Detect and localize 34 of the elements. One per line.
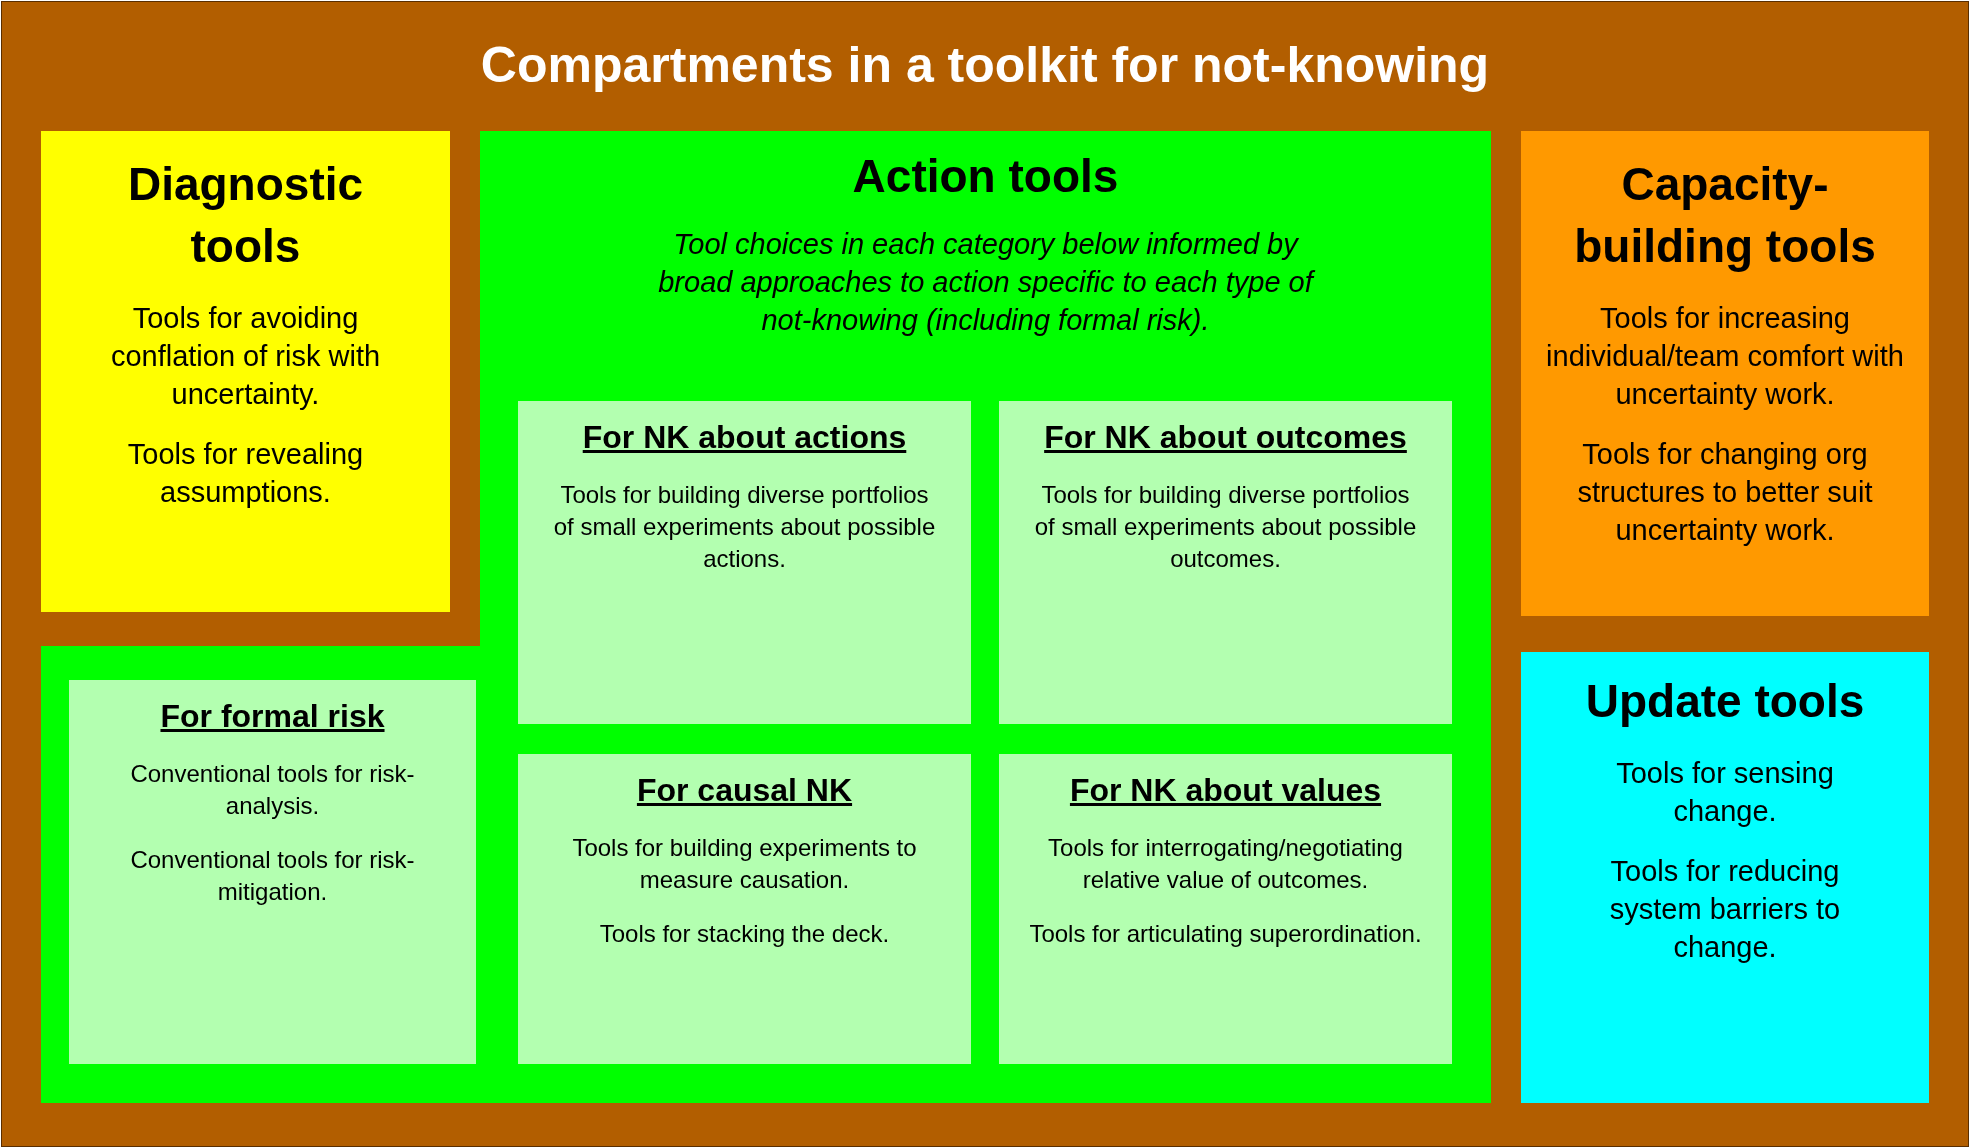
panel-heading: Update tools	[1584, 674, 1866, 729]
panel-heading: Action tools	[851, 149, 1120, 204]
category-card	[69, 680, 476, 1064]
body-text: Tools for building diverse portfolios of small experiments about possible actions.	[552, 480, 937, 574]
body-text: Conventional tools for risk-analysis.	[129, 759, 416, 821]
description-text: Tool choices in each category below informed by broad approaches to action specific to each type of not-knowing (including formal risk).	[635, 225, 1336, 339]
body-text: Tools for increasing individual/team comfort with uncertainty work.	[1545, 301, 1905, 412]
category-card	[999, 401, 1452, 724]
body-text: Tools for avoiding conflation of risk with uncertainty.	[109, 301, 382, 412]
category-panel	[1521, 652, 1929, 1103]
category-card	[999, 754, 1452, 1064]
category-panel	[1521, 131, 1929, 616]
panel-heading: Diagnostic tools	[126, 157, 365, 274]
panel-heading: Capacity-building tools	[1573, 157, 1877, 274]
body-text: Tools for building experiments to measure causation.	[571, 833, 918, 895]
card-heading: For NK about values	[1068, 771, 1383, 810]
body-text: Tools for building diverse portfolios of small experiments about possible outcomes.	[1033, 480, 1418, 574]
body-text: Tools for revealing assumptions.	[126, 437, 365, 510]
card-heading: For causal NK	[635, 771, 854, 810]
body-text: Conventional tools for risk-mitigation.	[129, 845, 416, 907]
category-panel	[41, 131, 450, 612]
category-card	[518, 754, 971, 1064]
category-card	[518, 401, 971, 724]
body-text: Tools for changing org structures to better suit uncertainty work.	[1576, 437, 1874, 548]
body-text: Tools for sensing change.	[1615, 756, 1835, 829]
category-panel	[41, 131, 1491, 1103]
card-heading: For NK about actions	[581, 418, 908, 457]
body-text: Tools for interrogating/negotiating relative value of outcomes.	[1047, 833, 1404, 895]
diagram-title: Compartments in a toolkit for not-knowing	[479, 36, 1491, 94]
body-text: Tools for articulating superordination.	[1028, 919, 1423, 949]
card-heading: For NK about outcomes	[1043, 418, 1408, 457]
body-text: Tools for stacking the deck.	[598, 919, 891, 949]
body-text: Tools for reducing system barriers to change.	[1608, 854, 1842, 965]
card-heading: For formal risk	[159, 697, 386, 736]
